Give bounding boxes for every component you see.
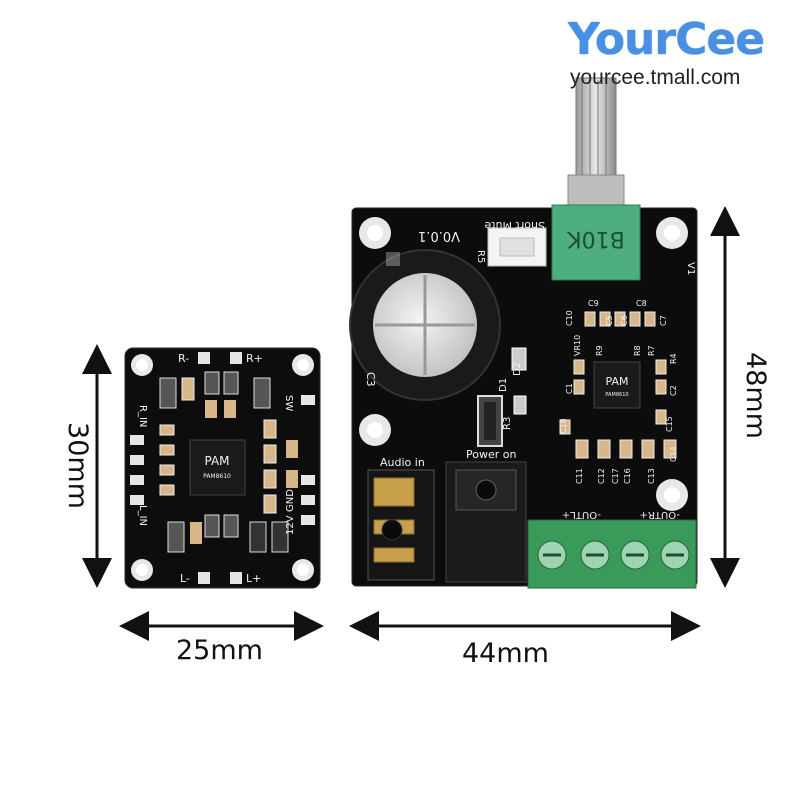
small-board-edge-pads — [130, 352, 315, 584]
label-l-in: L_IN — [137, 505, 148, 526]
label-l-plus: L+ — [246, 572, 261, 585]
label-l-minus: L- — [180, 572, 190, 585]
label-r-in: R_IN — [137, 405, 148, 427]
label-d2: D2 — [512, 362, 523, 376]
electrolytic-capacitor — [349, 249, 501, 401]
label-d1: D1 — [498, 378, 509, 392]
led-d1 — [513, 395, 527, 415]
label-c16: C16 — [623, 468, 632, 484]
label-short-mute: Short Mute — [484, 219, 545, 232]
dimension-arrows — [82, 206, 740, 641]
audio-input-jack — [367, 469, 435, 581]
label-r5: R5 — [475, 250, 486, 263]
label-power-on: Power on — [466, 448, 516, 461]
large-chip-text: PAM8610 — [605, 392, 628, 398]
large-board-amplifier-chip: PAM PAM8610 — [593, 361, 641, 409]
label-r-plus: R+ — [246, 352, 263, 365]
label-c6: C6 — [620, 315, 629, 326]
small-amplifier-board: PAM PAM8610 R- R+ L- L+ R_IN L_IN 12V GN… — [124, 347, 321, 589]
label-c7: C7 — [659, 315, 668, 326]
short-mute-connector: Short Mute — [484, 219, 547, 267]
label-c15: C15 — [665, 416, 674, 432]
led-d2 — [511, 347, 527, 371]
label-version: V0.0.1 — [418, 228, 460, 243]
label-v1: V1 — [685, 262, 696, 275]
label-gnd: GND — [285, 489, 296, 512]
speaker-terminal-block — [527, 519, 697, 589]
large-width-label: 44mm — [462, 638, 549, 669]
label-c12: C12 — [597, 468, 606, 484]
label-c14: C14 — [669, 446, 678, 462]
label-12v: 12V — [285, 515, 296, 535]
brand-logo: YourCee — [568, 14, 765, 65]
component-designators: C10 C9 C5 C6 C8 C7 VR10 R9 R8 R7 R4 C1 C… — [559, 299, 678, 484]
pot-value-label: B10K — [567, 226, 625, 251]
large-board-mounting-holes — [359, 217, 688, 511]
small-board-mounting-holes — [131, 354, 314, 581]
label-c18: C18 — [559, 418, 568, 434]
label-c1: C1 — [565, 383, 574, 394]
small-board-components — [159, 371, 298, 553]
label-sw: SW — [283, 395, 294, 411]
label-audio-in: Audio in — [380, 456, 425, 469]
dc-power-jack — [445, 461, 527, 583]
small-height-label: 30mm — [61, 422, 93, 509]
label-c3: C3 — [364, 372, 377, 387]
brand-url: yourcee.tmall.com — [570, 66, 741, 89]
label-c13: C13 — [647, 468, 656, 484]
label-r7: R7 — [647, 345, 656, 356]
large-chip-brand: PAM — [606, 375, 629, 388]
large-board-smd-components — [559, 311, 677, 459]
label-r3: R3 — [502, 417, 513, 430]
power-button — [477, 395, 503, 447]
large-amplifier-board: B10K Short Mute PAM PAM8610 — [349, 77, 698, 589]
label-r8: R8 — [633, 345, 642, 356]
volume-potentiometer: B10K — [551, 77, 641, 281]
label-c11: C11 — [575, 468, 584, 484]
small-chip-brand: PAM — [204, 454, 229, 468]
label-c5: C5 — [605, 315, 614, 326]
label-c10: C10 — [565, 310, 574, 326]
label-r9: R9 — [595, 345, 604, 356]
label-r4: R4 — [669, 353, 678, 364]
label-r-minus: R- — [178, 352, 189, 365]
label-c2: C2 — [669, 385, 678, 396]
label-out-l: -OUTL+ — [562, 509, 601, 520]
small-width-label: 25mm — [176, 635, 263, 666]
label-c17: C17 — [611, 468, 620, 484]
label-c8: C8 — [636, 299, 647, 308]
large-height-label: 48mm — [739, 352, 771, 439]
small-chip-text: PAM8610 — [203, 473, 231, 480]
label-c9: C9 — [588, 299, 599, 308]
label-vr10: VR10 — [573, 335, 582, 356]
label-out-r: -OUTR+ — [639, 509, 680, 520]
small-board-amplifier-chip: PAM PAM8610 — [189, 439, 246, 496]
